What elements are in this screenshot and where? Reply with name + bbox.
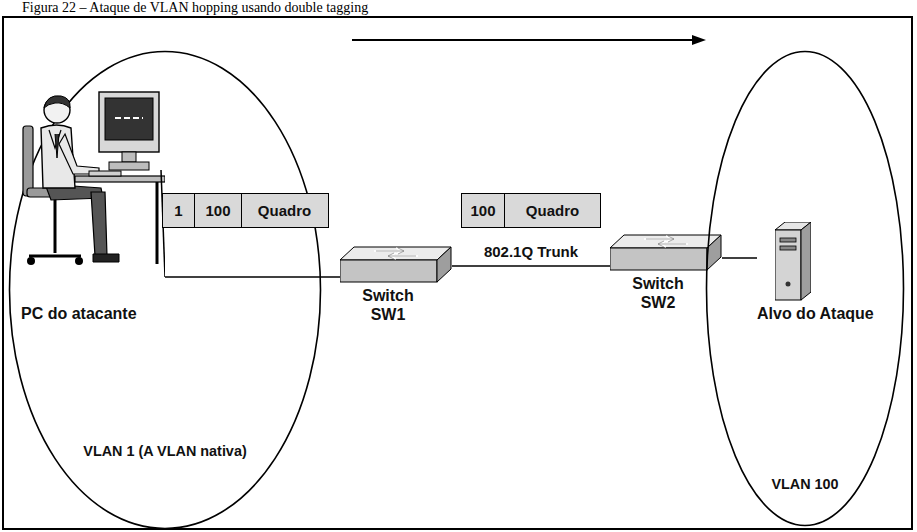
switch-node: Switch SW2 [610, 234, 722, 312]
attacker-pc: PC do atacante [15, 88, 165, 323]
network-link [165, 276, 340, 278]
frame-field: Quadro [504, 193, 601, 228]
switch-arrows [374, 248, 418, 259]
device-label: PC do atacante [15, 304, 165, 323]
switch-icon [340, 246, 452, 284]
switch-top [340, 247, 451, 260]
switch-front [610, 248, 707, 270]
server-side [801, 222, 811, 300]
vlan-region: VLAN 1 (A VLAN nativa) PC do atacante 1100… [8, 50, 322, 530]
switch-front [340, 260, 437, 282]
switch-side [437, 247, 451, 282]
link-label: 802.1Q Trunk [481, 242, 581, 261]
direction-arrow [352, 39, 694, 41]
person-tie [55, 134, 59, 158]
screen-text [115, 117, 143, 119]
frame-field: Quadro [241, 193, 329, 228]
tagged-frame: 100Quadro [462, 193, 601, 228]
switch-arrows [376, 248, 416, 259]
figure-title: Figura 22 – Ataque de VLAN hopping usand… [22, 0, 368, 15]
device-label: Switch SW2 [623, 274, 693, 312]
target-server: Alvo do Ataque [757, 222, 874, 323]
server-slot [780, 238, 796, 242]
attacker-illustration [15, 88, 165, 288]
server-slot [780, 246, 796, 250]
person-arm [59, 134, 99, 174]
monitor-stand [122, 152, 136, 162]
person-shin [91, 192, 107, 256]
chair-base [29, 255, 81, 258]
frame-field: 1 [162, 193, 196, 228]
vlan-outline [707, 52, 904, 526]
monitor-base [109, 162, 149, 170]
switch-arrows [644, 236, 688, 247]
direction-arrowhead [692, 35, 706, 45]
device-label: Alvo do Ataque [757, 304, 874, 323]
outer-border [3, 17, 912, 529]
network-link [722, 257, 757, 259]
server-front [775, 230, 801, 300]
server-icon [775, 222, 811, 302]
desk-leg [156, 182, 159, 264]
frame-field: 100 [461, 193, 506, 228]
double-tagged-frame: 1100Quadro [163, 193, 329, 228]
switch-icon [610, 234, 722, 272]
device-label: Switch SW1 [353, 286, 423, 324]
network-link [452, 265, 610, 267]
frame-field: 100 [194, 193, 242, 228]
switch-arrows [646, 236, 686, 247]
vlan-region: VLAN 100 Alvo do Ataque [705, 50, 905, 527]
switch-node: Switch SW1 [340, 246, 452, 324]
chair-post [54, 197, 57, 253]
desk-top [75, 176, 165, 182]
server-led [786, 282, 791, 287]
vlan-label: VLAN 1 (A VLAN nativa) [8, 442, 322, 461]
person-hair [44, 96, 70, 108]
monitor-screen [105, 98, 153, 140]
chair-back [23, 126, 33, 196]
keyboard [89, 171, 121, 176]
vlan-label: VLAN 100 [705, 475, 905, 494]
monitor-case [99, 92, 159, 152]
switch-top [610, 235, 721, 248]
person-shoe [93, 254, 119, 262]
chair-wheel [75, 257, 83, 265]
chair-wheel [27, 257, 35, 265]
